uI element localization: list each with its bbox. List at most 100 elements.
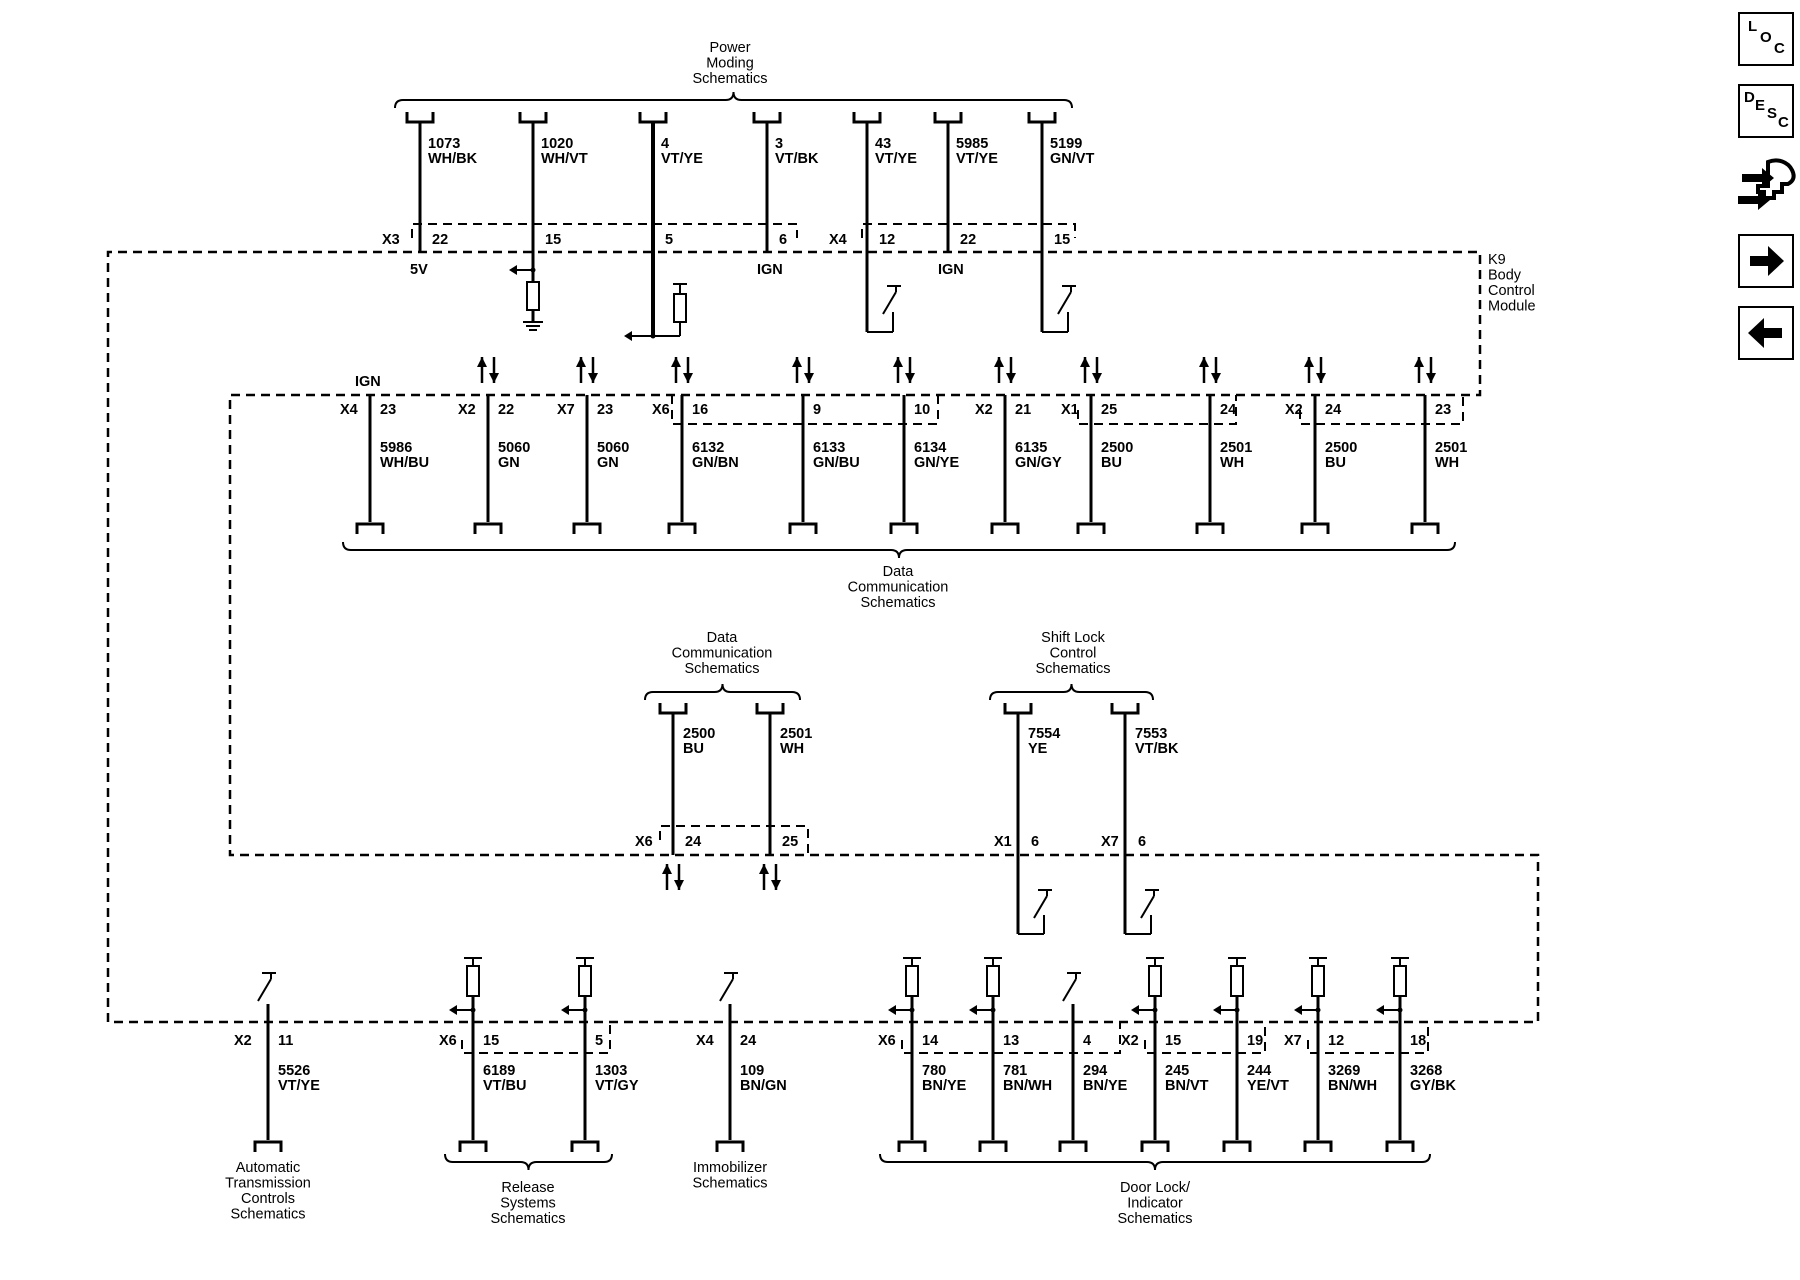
junction-dot bbox=[1315, 1007, 1321, 1013]
junction-dot bbox=[1397, 1007, 1403, 1013]
bottom-wire-color: BN/WH bbox=[1328, 1078, 1377, 1094]
bottom-circuit-number: 5526 bbox=[278, 1063, 310, 1079]
data-wire-color: WH bbox=[1435, 455, 1459, 471]
top-note-label: IGN bbox=[938, 262, 964, 278]
module-name: Control bbox=[1488, 283, 1535, 299]
data-connector-symbol bbox=[889, 522, 919, 534]
top-wire-color: VT/YE bbox=[661, 151, 703, 167]
data-circuit-number: 2501 bbox=[1435, 440, 1467, 456]
junction-dot bbox=[470, 1007, 476, 1013]
switch-symbol bbox=[257, 972, 276, 1002]
desc-letter-d: D bbox=[1744, 89, 1755, 106]
top-pin-number: 12 bbox=[879, 232, 895, 248]
data-circuit-number: 6132 bbox=[692, 440, 724, 456]
data-connector-symbol bbox=[1300, 522, 1330, 534]
data-pin-number: 21 bbox=[1015, 402, 1031, 418]
connector-x3-box bbox=[411, 223, 798, 238]
previous-button[interactable] bbox=[1738, 306, 1794, 360]
bottom-connector-id: X4 bbox=[696, 1033, 714, 1049]
bottom-circuit-number: 109 bbox=[740, 1063, 764, 1079]
data-connector-symbol bbox=[788, 522, 818, 534]
bottom-pin-number: 5 bbox=[595, 1033, 603, 1049]
next-arrow-icon bbox=[1750, 246, 1784, 276]
mid-data-communication-caption: Communication bbox=[672, 646, 773, 662]
sense-arrow-icon bbox=[1376, 1005, 1403, 1015]
mid-circuit-number: 2500 bbox=[683, 726, 715, 742]
release-systems-caption: Schematics bbox=[491, 1211, 566, 1227]
data-circuit-number: 5986 bbox=[380, 440, 412, 456]
sense-arrow-head bbox=[561, 1005, 569, 1015]
shift-lock-brace bbox=[989, 683, 1154, 701]
arrow-head bbox=[1006, 373, 1016, 383]
sense-arrow-icon bbox=[888, 1005, 915, 1015]
loc-letter-o: O bbox=[1760, 29, 1772, 46]
sense-arrow-head bbox=[1131, 1005, 1139, 1015]
top-connector-symbol bbox=[933, 112, 963, 124]
description-button[interactable]: D E S C bbox=[1738, 84, 1794, 138]
top-connector-id: X3 bbox=[382, 232, 400, 248]
top-wire-color: VT/YE bbox=[956, 151, 998, 167]
data-connector-id: X2 bbox=[975, 402, 993, 418]
switch-symbol bbox=[719, 972, 738, 1002]
data-connector-id: X1 bbox=[1061, 402, 1079, 418]
bidirectional-arrow-icon bbox=[662, 864, 684, 890]
bottom-connector-symbol bbox=[570, 1140, 600, 1152]
top-connector-symbol bbox=[1027, 112, 1057, 124]
bottom-circuit-number: 1303 bbox=[595, 1063, 627, 1079]
bottom-wire-color: BN/YE bbox=[922, 1078, 967, 1094]
top-wire-color: VT/YE bbox=[875, 151, 917, 167]
sense-arrow-head bbox=[888, 1005, 896, 1015]
arrow-head bbox=[683, 373, 693, 383]
bottom-pin-number: 11 bbox=[278, 1033, 293, 1049]
bottom-connector-id: X7 bbox=[1284, 1033, 1302, 1049]
data-connector-symbol bbox=[1076, 522, 1106, 534]
top-circuit-number: 4 bbox=[661, 136, 669, 152]
connector-x6-box bbox=[671, 395, 939, 425]
data-communication-caption: Data bbox=[883, 564, 915, 580]
data-connector-id: X4 bbox=[340, 402, 358, 418]
bottom-wire-color: YE/VT bbox=[1247, 1078, 1289, 1094]
connector-tool-icon[interactable] bbox=[1734, 152, 1798, 218]
arrow-head bbox=[1092, 373, 1102, 383]
shift-lock-caption: Shift Lock bbox=[1041, 630, 1105, 646]
module-name: Body bbox=[1488, 268, 1522, 284]
arrow-head bbox=[1426, 373, 1436, 383]
bottom-connector-symbol bbox=[978, 1140, 1008, 1152]
top-pin-number: 6 bbox=[779, 232, 787, 248]
previous-arrow-icon bbox=[1748, 318, 1782, 348]
data-connector-id: X7 bbox=[557, 402, 575, 418]
bidirectional-arrow-icon bbox=[1414, 357, 1436, 383]
next-button[interactable] bbox=[1738, 234, 1794, 288]
connector-door-box-3 bbox=[1307, 1022, 1429, 1054]
data-connector-symbol bbox=[355, 522, 385, 534]
bottom-wire-color: BN/YE bbox=[1083, 1078, 1128, 1094]
mid-data-brace bbox=[644, 683, 801, 701]
arrow-head bbox=[804, 373, 814, 383]
data-pin-number: 10 bbox=[914, 402, 930, 418]
shift-lock-caption: Schematics bbox=[1036, 661, 1111, 677]
power-moding-caption: Power bbox=[709, 40, 750, 56]
data-wire-color: WH bbox=[1220, 455, 1244, 471]
shift-pin-number: 6 bbox=[1031, 834, 1039, 850]
data-pin-number: 23 bbox=[597, 402, 613, 418]
data-pin-number: 23 bbox=[1435, 402, 1451, 418]
data-connector-symbol bbox=[990, 522, 1020, 534]
bottom-circuit-number: 244 bbox=[1247, 1063, 1271, 1079]
arrow-head bbox=[489, 373, 499, 383]
module-name: K9 bbox=[1488, 252, 1506, 268]
mid-pin-number: 24 bbox=[685, 834, 701, 850]
data-connector-symbol bbox=[1195, 522, 1225, 534]
arrow-head bbox=[477, 357, 487, 367]
switch-symbol bbox=[1033, 889, 1052, 919]
data-circuit-number: 5060 bbox=[498, 440, 530, 456]
bottom-pin-number: 19 bbox=[1247, 1033, 1263, 1049]
top-pin-number: 15 bbox=[1054, 232, 1070, 248]
location-button[interactable]: L O C bbox=[1738, 12, 1794, 66]
data-communication-caption: Communication bbox=[848, 580, 949, 596]
bottom-circuit-number: 3268 bbox=[1410, 1063, 1442, 1079]
connector-release-box bbox=[461, 1022, 611, 1054]
top-connector-symbol bbox=[405, 112, 435, 124]
bottom-pin-number: 24 bbox=[740, 1033, 756, 1049]
automatic-transmission-caption: Controls bbox=[241, 1191, 295, 1207]
top-circuit-number: 1073 bbox=[428, 136, 460, 152]
